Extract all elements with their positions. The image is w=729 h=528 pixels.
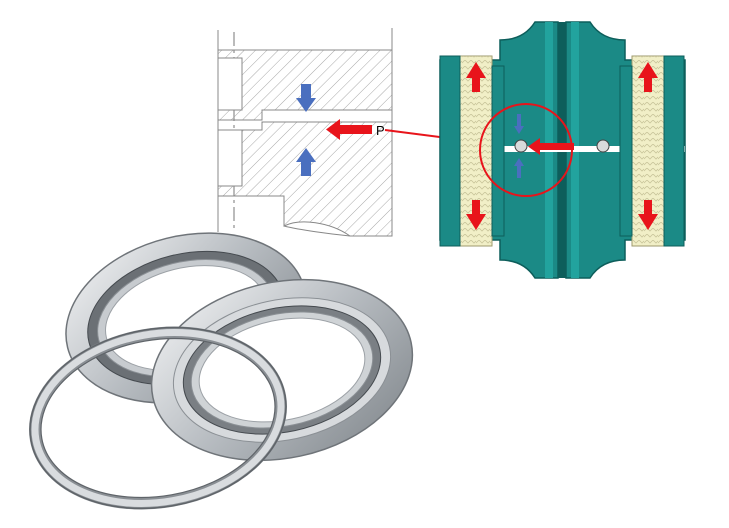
sketch-outline	[283, 225, 351, 237]
pressure-arrow-small-icon	[528, 138, 574, 155]
pressure-label: P	[376, 123, 385, 138]
compression-arrow-up	[296, 148, 316, 176]
gasket-marker	[596, 139, 610, 153]
flange-section-sketch: P	[217, 28, 393, 237]
upper-bolt-hole	[217, 57, 243, 111]
bolt-tension-down-icon	[466, 200, 486, 230]
bolt-tension-up-icon	[466, 62, 486, 92]
lower-flange-section	[217, 121, 393, 237]
pressure-arrow-icon	[326, 119, 372, 140]
lower-bolt-hole	[217, 129, 243, 187]
bolt-tension-up-icon	[638, 62, 658, 92]
compression-arrows-small	[514, 114, 524, 178]
bolt-tension-down-icon	[638, 200, 658, 230]
outer-centering-ring	[29, 326, 287, 510]
gasket-photo	[29, 232, 414, 510]
flange-assembly-diagram	[439, 21, 686, 279]
callout-circle	[479, 103, 573, 197]
spiral-wound-gasket-front	[150, 278, 414, 462]
compression-arrow-down	[296, 84, 316, 112]
gasket-marker	[514, 139, 528, 153]
